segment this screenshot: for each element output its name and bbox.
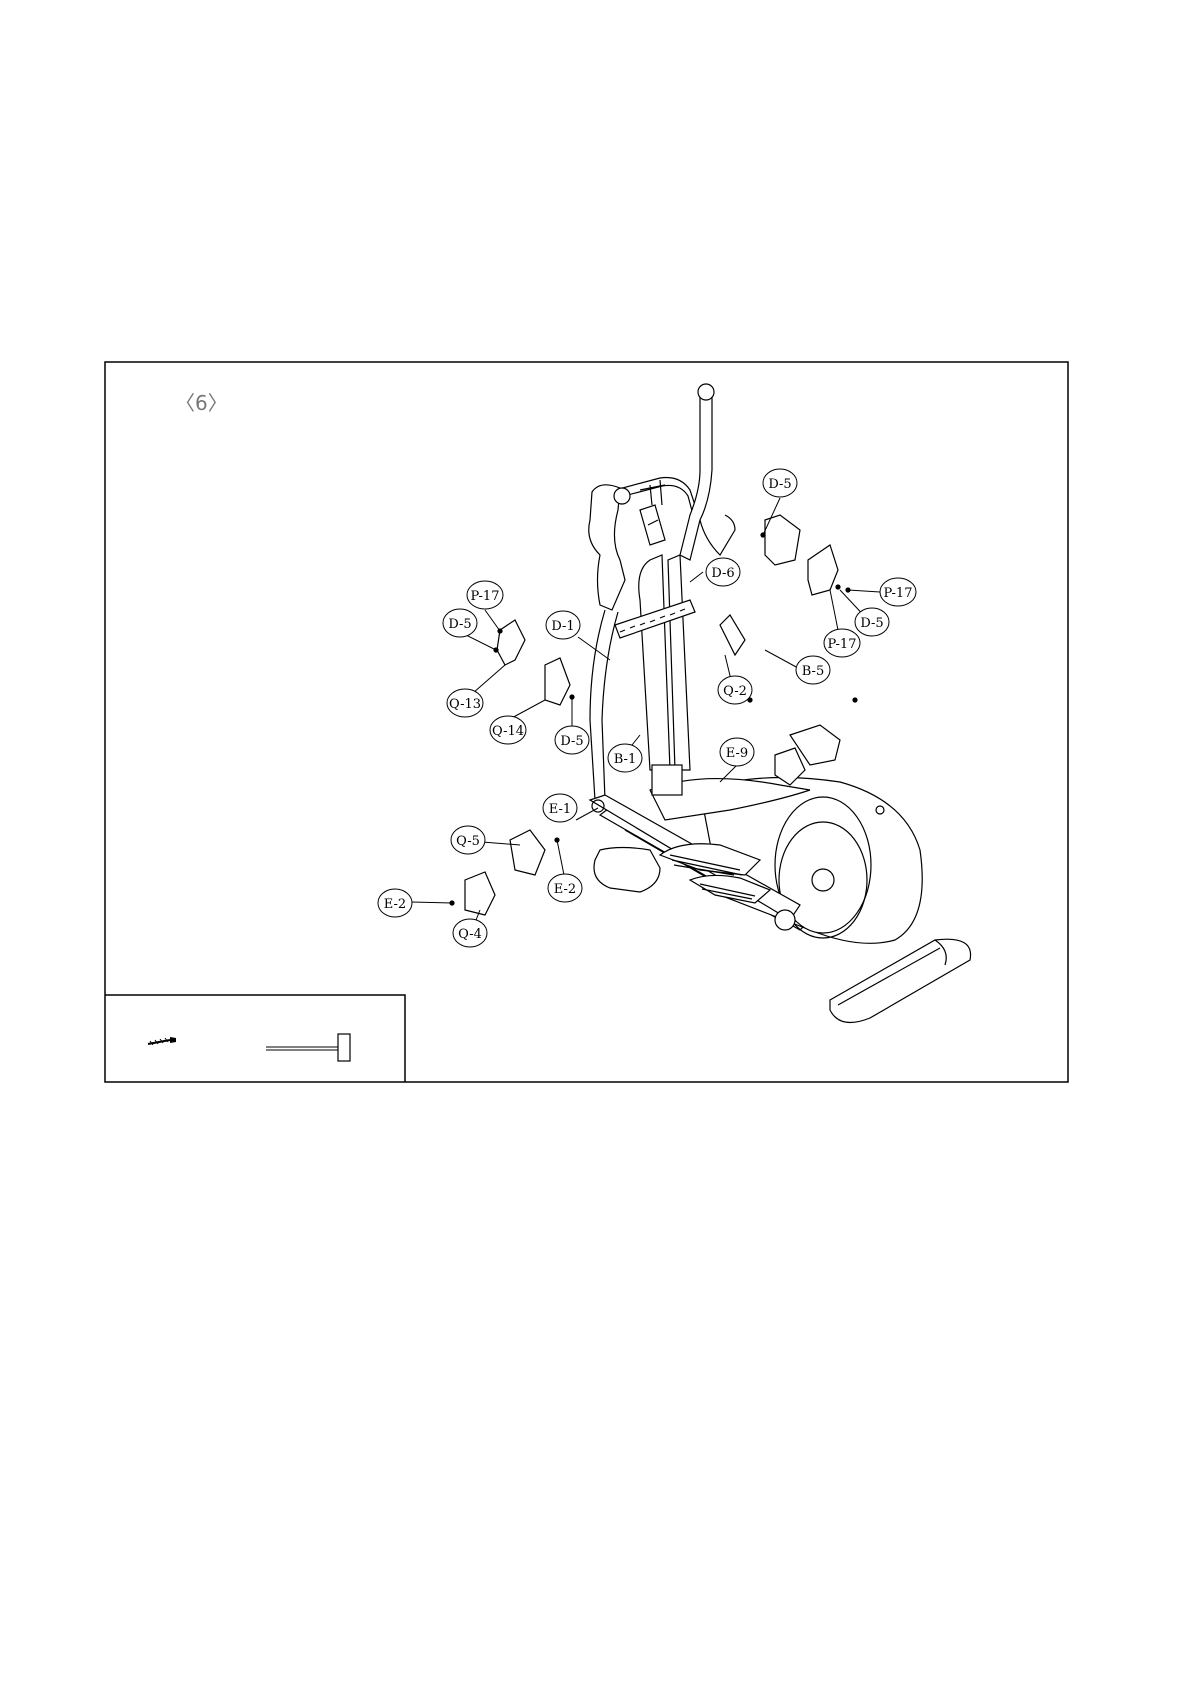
callout-q4: Q-4 bbox=[453, 919, 487, 947]
callout-d5-mid: D-5 bbox=[555, 726, 589, 754]
callout-b1: B-1 bbox=[608, 744, 642, 772]
svg-text:Q-5: Q-5 bbox=[456, 834, 480, 849]
callout-q2: Q-2 bbox=[718, 676, 752, 704]
svg-text:P-17: P-17 bbox=[471, 589, 500, 604]
callout-p17-right: P-17 bbox=[880, 578, 916, 606]
pin-bolt-icon bbox=[266, 1034, 350, 1061]
svg-text:Q-2: Q-2 bbox=[723, 684, 747, 699]
svg-text:Q-13: Q-13 bbox=[449, 697, 481, 712]
callout-d1: D-1 bbox=[546, 611, 580, 639]
callout-d5-top: D-5 bbox=[763, 469, 797, 497]
callout-e2-left: E-2 bbox=[378, 889, 412, 917]
callout-d5-right: D-5 bbox=[855, 608, 889, 636]
svg-text:E-2: E-2 bbox=[554, 882, 576, 897]
callout-p17-left: P-17 bbox=[467, 581, 503, 609]
screw-icon bbox=[148, 1037, 176, 1045]
svg-text:D-5: D-5 bbox=[560, 734, 583, 749]
svg-text:P-17: P-17 bbox=[828, 637, 857, 652]
svg-text:P-17: P-17 bbox=[884, 586, 913, 601]
svg-text:E-1: E-1 bbox=[549, 802, 571, 817]
callout-q13: Q-13 bbox=[447, 689, 483, 717]
svg-text:Q-14: Q-14 bbox=[492, 724, 524, 739]
callout-d5-left: D-5 bbox=[443, 609, 477, 637]
callout-p17-right-lower: P-17 bbox=[824, 629, 860, 657]
callout-b5: B-5 bbox=[796, 656, 830, 684]
callout-e1: E-1 bbox=[543, 794, 577, 822]
callout-q5: Q-5 bbox=[451, 826, 485, 854]
callout-e2-mid: E-2 bbox=[548, 874, 582, 902]
svg-text:D-5: D-5 bbox=[768, 477, 791, 492]
svg-text:E-2: E-2 bbox=[384, 897, 406, 912]
svg-text:B-1: B-1 bbox=[614, 752, 636, 767]
step-label: 〈6〉 bbox=[175, 391, 228, 415]
callout-e9: E-9 bbox=[720, 738, 754, 766]
svg-text:D-6: D-6 bbox=[711, 566, 734, 581]
svg-text:D-1: D-1 bbox=[551, 619, 574, 634]
callout-q14: Q-14 bbox=[490, 716, 526, 744]
svg-text:E-9: E-9 bbox=[726, 746, 748, 761]
callout-d6: D-6 bbox=[706, 558, 740, 586]
hardware-box bbox=[105, 995, 405, 1082]
svg-text:Q-4: Q-4 bbox=[458, 927, 482, 942]
elliptical-trainer-drawing bbox=[450, 384, 971, 1023]
svg-text:B-5: B-5 bbox=[802, 664, 824, 679]
svg-text:D-5: D-5 bbox=[860, 616, 883, 631]
svg-text:D-5: D-5 bbox=[448, 617, 471, 632]
